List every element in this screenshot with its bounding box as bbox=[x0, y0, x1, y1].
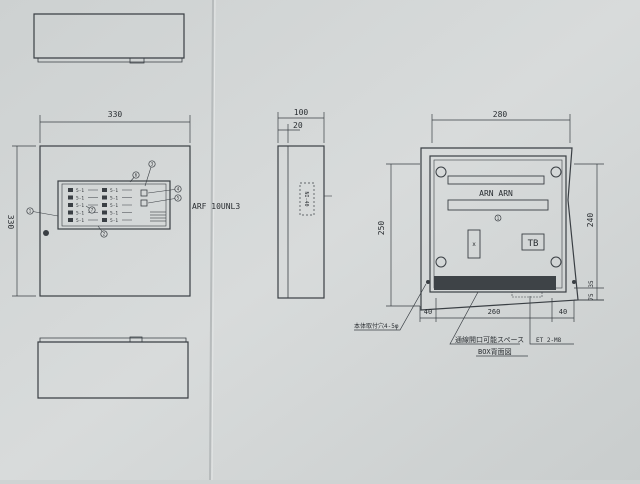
wiring-space-note: 通線開口可能スペース bbox=[455, 335, 524, 344]
mount-hole-top-left bbox=[435, 166, 447, 178]
indicator-lamp bbox=[68, 218, 73, 222]
back-view: 280 250 240 35 75 ARN ARN 1 x TB bbox=[354, 110, 604, 357]
box-rear-note: BOX背面図 bbox=[478, 347, 512, 356]
callout-bubble bbox=[26, 207, 34, 215]
back-x-label: x bbox=[472, 241, 476, 248]
test-switch bbox=[140, 189, 148, 197]
callout-bubble bbox=[174, 185, 182, 193]
indicator-lamp-label: 5-1 bbox=[76, 188, 84, 194]
front-width-dimension: 330 bbox=[108, 110, 123, 119]
back-right-dim-75: 75 bbox=[588, 293, 595, 301]
indicator-lamp-label: 5-1 bbox=[110, 218, 118, 224]
back-inner-height-dimension: 240 bbox=[586, 213, 595, 228]
back-window-label: ARN ARN bbox=[479, 189, 513, 198]
indicator-lamp bbox=[102, 210, 107, 215]
back-outer-height-dimension: 250 bbox=[377, 221, 386, 236]
model-label: ARF 10UNL3 bbox=[192, 202, 240, 211]
callout-bubble bbox=[100, 230, 108, 238]
back-bottom-mid-dimension: 260 bbox=[488, 308, 501, 316]
back-bottom-left-dimension: 40 bbox=[424, 308, 432, 316]
callout-bubble bbox=[88, 206, 96, 214]
mount-hole-bottom-left bbox=[435, 256, 447, 268]
back-box-outline bbox=[420, 147, 579, 311]
back-right-dim-35: 35 bbox=[588, 280, 595, 288]
back-window-callout: 1 bbox=[497, 216, 500, 221]
indicator-lamp bbox=[68, 195, 73, 200]
side-offset-dimension: 20 bbox=[293, 121, 303, 130]
indicator-lamp-label: 5-1 bbox=[76, 211, 84, 217]
indicator-lamp bbox=[68, 203, 73, 207]
indicator-lamp bbox=[102, 218, 107, 222]
indicator-lamp-label: 5-1 bbox=[76, 203, 84, 209]
bottom-view bbox=[37, 336, 189, 399]
indicator-lamp bbox=[68, 188, 73, 192]
side-depth-dimension: 100 bbox=[294, 108, 309, 117]
callout-number: 6 bbox=[135, 173, 138, 178]
indicator-lamp-grid: 5-15-15-15-15-15-15-15-15-15-1 bbox=[68, 188, 132, 224]
callout-bubble bbox=[148, 160, 156, 168]
side-component-label: NI-40 bbox=[303, 191, 309, 206]
callout-number: 7 bbox=[91, 208, 94, 213]
side-body-outline bbox=[277, 145, 325, 299]
indicator-lamp bbox=[102, 203, 107, 207]
back-component-x bbox=[467, 229, 481, 259]
indicator-lamp bbox=[102, 188, 107, 192]
reset-switch bbox=[140, 199, 148, 207]
top-view bbox=[33, 13, 185, 64]
front-callouts: 1 2 3 4 5 6 7 bbox=[26, 160, 182, 238]
mount-hole-note: 本体取付穴4-5φ bbox=[354, 322, 399, 330]
side-component bbox=[299, 182, 315, 216]
indicator-lamp-label: 5-1 bbox=[110, 188, 118, 194]
callout-number: 5 bbox=[177, 196, 180, 201]
label-strip-top bbox=[447, 175, 545, 185]
indicator-lamp-label: 5-1 bbox=[76, 218, 84, 224]
terminal-block-label: TB bbox=[528, 239, 539, 249]
callout-number: 3 bbox=[151, 162, 154, 167]
back-width-dimension: 280 bbox=[493, 110, 508, 119]
front-height-dimension: 330 bbox=[6, 215, 15, 230]
terminal-strip bbox=[434, 276, 556, 290]
paper-fold-highlight bbox=[211, 0, 216, 481]
label-strip-bottom bbox=[447, 199, 549, 211]
back-bottom-right-dimension: 40 bbox=[559, 308, 567, 316]
front-panel-window bbox=[57, 180, 171, 230]
earth-terminal-note: ET 2-M8 bbox=[536, 337, 562, 344]
indicator-lamp-label: 5-1 bbox=[76, 196, 84, 202]
callout-number: 1 bbox=[29, 209, 32, 214]
front-view: 330 330 5-15-15-15-15-15-15-15-15-15-1 1… bbox=[6, 110, 240, 297]
paper-fold bbox=[209, 0, 214, 481]
indicator-lamp-label: 5-1 bbox=[110, 211, 118, 217]
mount-hole-top-right bbox=[550, 166, 562, 178]
callout-number: 2 bbox=[103, 232, 106, 237]
mount-hole-bottom-right bbox=[550, 256, 562, 268]
callout-number: 4 bbox=[177, 187, 180, 192]
back-chassis bbox=[429, 155, 567, 293]
callout-bubble bbox=[132, 171, 140, 179]
indicator-lamp-label: 5-1 bbox=[110, 203, 118, 209]
side-view: 100 20 NI-40 bbox=[277, 108, 332, 299]
key-lock bbox=[43, 230, 49, 236]
terminal-block bbox=[521, 233, 545, 251]
front-body-outline bbox=[39, 145, 191, 297]
callout-bubble bbox=[174, 194, 182, 202]
indicator-lamp-label: 5-1 bbox=[110, 196, 118, 202]
indicator-lamp bbox=[102, 195, 107, 200]
indicator-lamp bbox=[68, 210, 73, 215]
